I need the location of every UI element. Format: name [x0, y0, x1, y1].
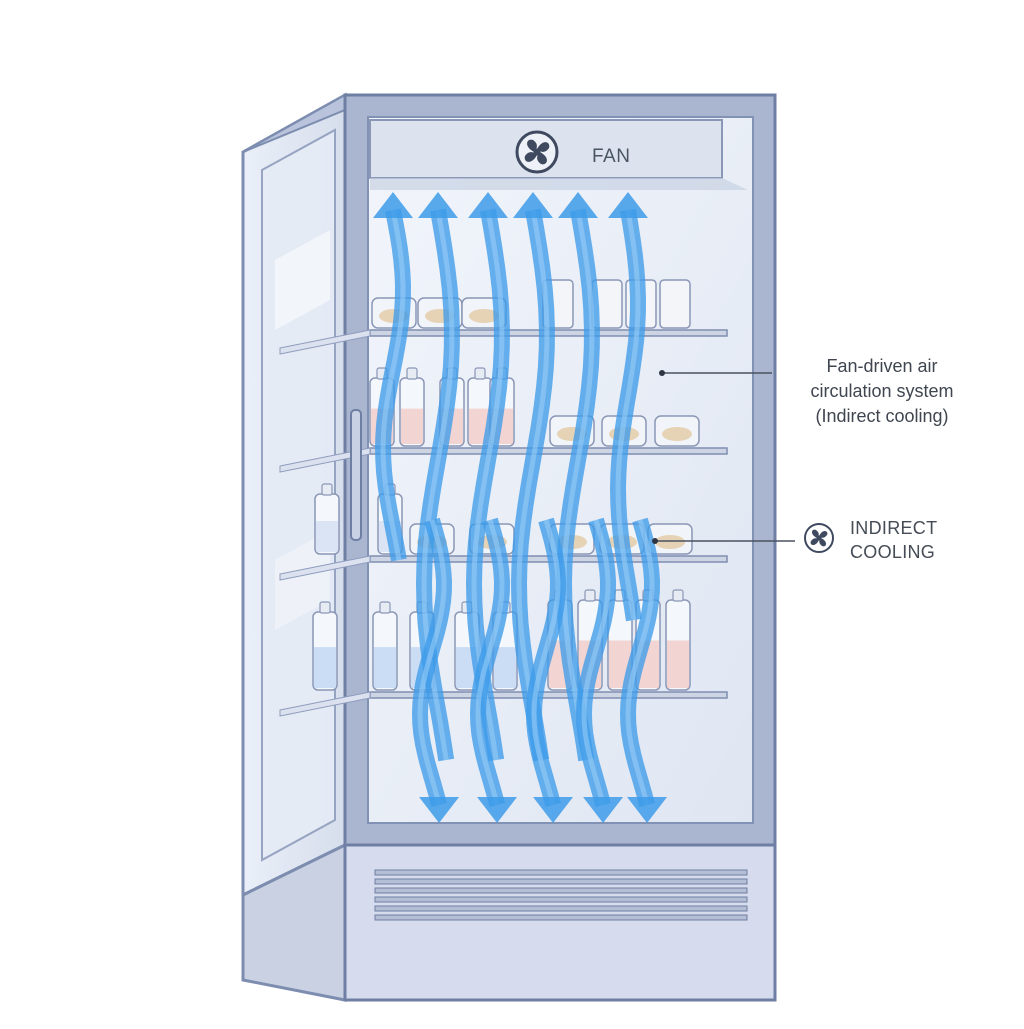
food-container — [654, 415, 700, 447]
base-vent-grille — [374, 869, 748, 921]
callout-air-circulation: Fan-driven air circulation system (Indir… — [772, 354, 992, 429]
airflow-up-arrow — [510, 192, 555, 762]
airflow-down-arrow — [411, 517, 460, 823]
airflow-down-arrow — [525, 517, 574, 823]
fan-icon — [804, 523, 834, 553]
callout-1-line-3: (Indirect cooling) — [815, 406, 949, 426]
airflow-down-arrow — [575, 517, 624, 823]
vent-slat — [374, 869, 748, 876]
fan-label: FAN — [592, 146, 631, 167]
bottle — [372, 601, 398, 691]
shelf — [279, 691, 728, 717]
vent-slat — [374, 896, 748, 903]
vent-slat — [374, 914, 748, 921]
callout-indirect-cooling: INDIRECT COOLING — [850, 516, 937, 564]
airflow-up-arrow — [555, 192, 600, 762]
bottle — [399, 367, 425, 447]
fan-icon — [515, 130, 559, 174]
airflow-down-arrow — [469, 517, 518, 823]
bottle — [607, 589, 633, 691]
callout-1-line-1: Fan-driven air — [826, 356, 938, 376]
airflow-up-arrow — [373, 192, 413, 562]
door-handle — [350, 409, 362, 541]
bottle — [665, 589, 691, 691]
food-container — [647, 523, 693, 555]
airflow-down-arrow — [619, 517, 668, 823]
callout-1-line-2: circulation system — [810, 381, 954, 401]
carton — [659, 279, 691, 329]
bottle — [312, 601, 338, 691]
bottle — [314, 483, 340, 555]
airflow-arrows — [373, 192, 668, 823]
callout-2-line-1: INDIRECT — [850, 518, 938, 538]
vent-slat — [374, 905, 748, 912]
airflow-up-arrow — [608, 192, 648, 622]
vent-slat — [374, 887, 748, 894]
cabinet-base — [343, 843, 777, 1002]
callout-2-line-2: COOLING — [850, 542, 936, 562]
shelf — [279, 447, 728, 473]
vent-slat — [374, 878, 748, 885]
